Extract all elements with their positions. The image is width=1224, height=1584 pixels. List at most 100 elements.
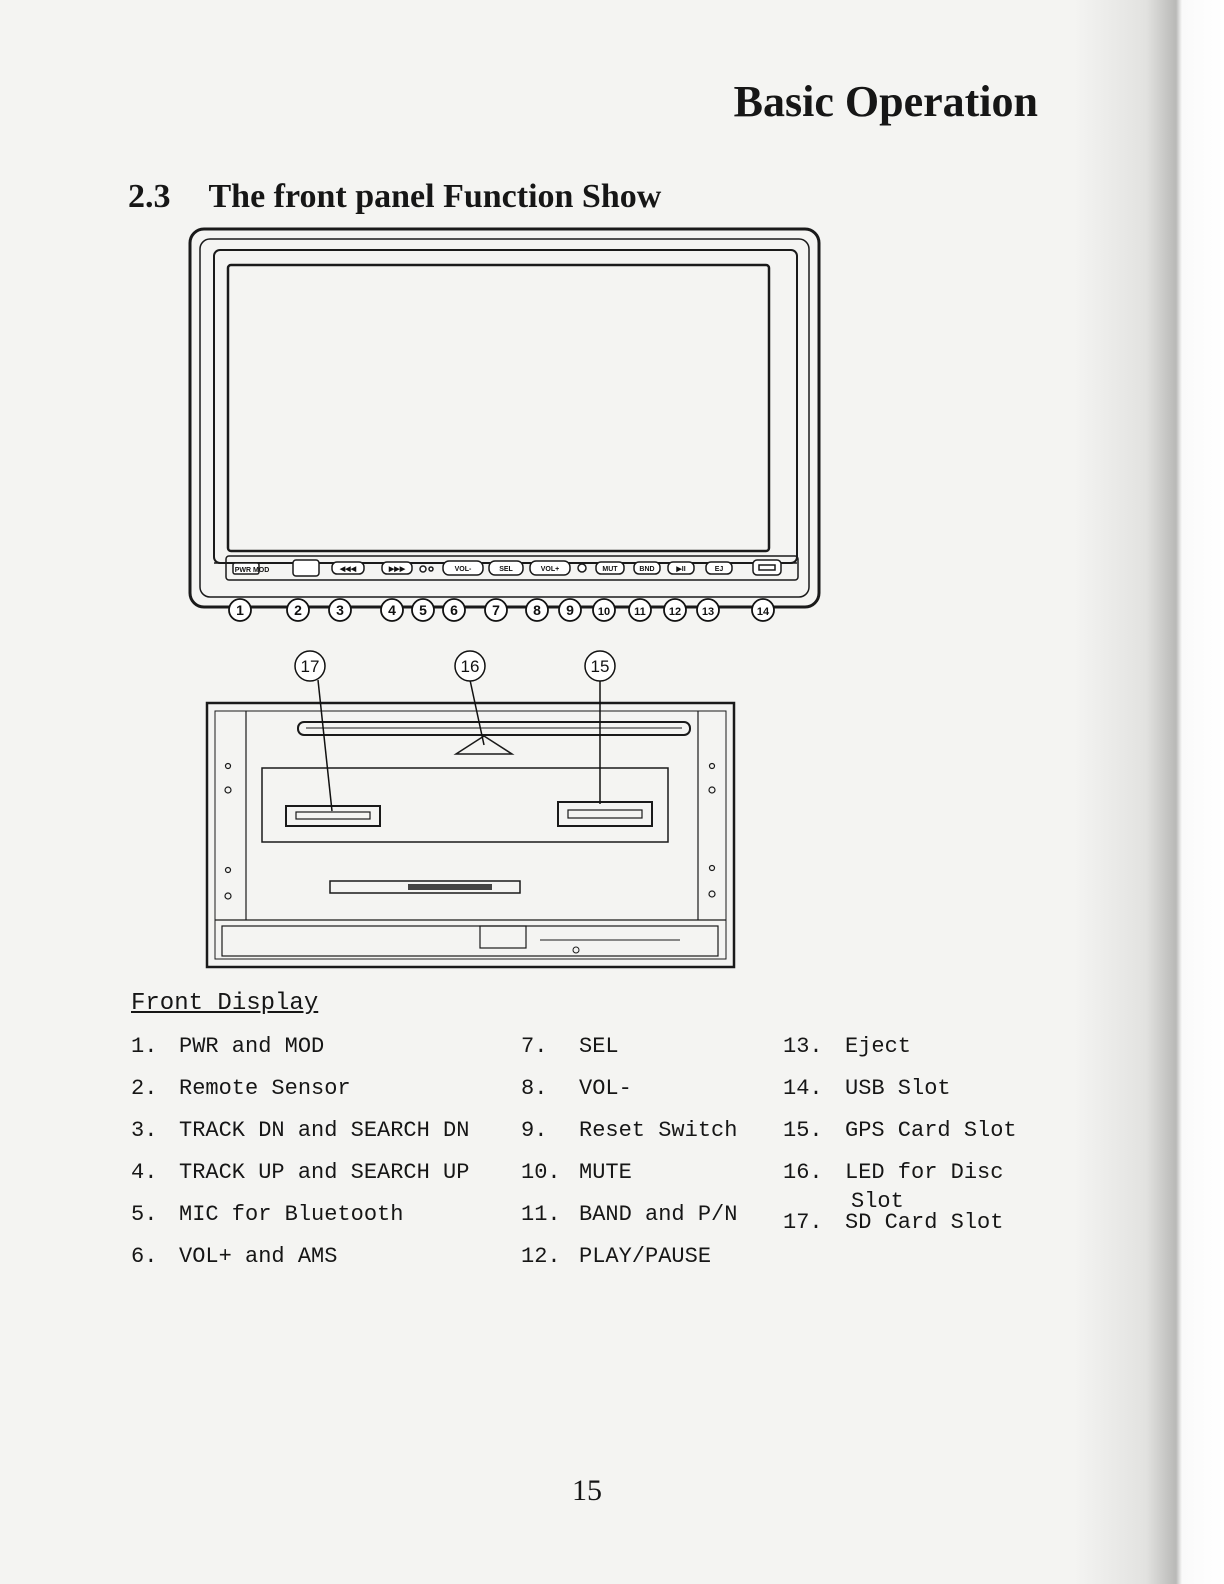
section-title: Basic Operation bbox=[733, 77, 1038, 126]
legend-number: 2. bbox=[131, 1076, 158, 1101]
gps-card-slot bbox=[557, 801, 653, 827]
sd-card-slot bbox=[285, 805, 381, 827]
callout-8: 8 bbox=[533, 602, 541, 618]
callout-3: 3 bbox=[336, 602, 344, 618]
callout-15: 15 bbox=[591, 657, 610, 676]
btn-label-vol-minus: VOL- bbox=[455, 566, 472, 573]
legend-label: TRACK DN and SEARCH DN bbox=[179, 1118, 470, 1143]
legend-number: 10. bbox=[521, 1160, 561, 1185]
vol-minus-button bbox=[442, 560, 484, 576]
legend-label: GPS Card Slot bbox=[845, 1118, 1017, 1143]
front-panel-diagram: PWR MOD ◀◀◀ ▶▶▶ VOL- SEL VOL+ MUT BND ▶I… bbox=[188, 227, 821, 969]
legend-item: 5.MIC for Bluetooth bbox=[131, 1198, 469, 1240]
legend-number: 14. bbox=[783, 1076, 823, 1101]
legend-number: 3. bbox=[131, 1118, 158, 1143]
legend-column-2: 7.SEL 8.VOL- 9.Reset Switch 10.MUTE 11.B… bbox=[521, 1030, 737, 1282]
callout-10: 10 bbox=[598, 606, 610, 618]
legend-label: SEL bbox=[579, 1034, 619, 1059]
legend-item: 6. VOL+ and AMS bbox=[131, 1240, 469, 1282]
legend-item: 15.GPS Card Slot bbox=[783, 1114, 1017, 1156]
btn-label-sel: SEL bbox=[499, 566, 513, 573]
callout-5: 5 bbox=[419, 602, 427, 618]
btn-label-eject: EJ bbox=[715, 566, 724, 573]
legend-label: MUTE bbox=[579, 1160, 632, 1185]
legend-label: Reset Switch bbox=[579, 1118, 738, 1143]
legend-label: SD Card Slot bbox=[845, 1210, 1004, 1235]
legend-label: VOL+ and AMS bbox=[179, 1244, 338, 1269]
callout-6: 6 bbox=[450, 602, 458, 618]
btn-label-vol-plus: VOL+ bbox=[541, 566, 559, 573]
front-display-heading: Front Display bbox=[131, 990, 319, 1017]
track-dn-button bbox=[331, 561, 365, 575]
screen-bezel bbox=[213, 249, 798, 564]
legend-number: 7. bbox=[521, 1034, 548, 1059]
panel-buttons bbox=[232, 559, 782, 577]
legend-number: 4. bbox=[131, 1160, 158, 1185]
page-edge-shadow bbox=[1074, 0, 1224, 1584]
legend-item: 7. SEL bbox=[521, 1030, 737, 1072]
reset-switch bbox=[577, 563, 587, 573]
legend-item: 13. Eject bbox=[783, 1030, 1017, 1072]
front-callouts: 1 2 3 4 5 6 7 8 9 10 11 12 13 14 bbox=[228, 598, 775, 622]
legend-number: 8. bbox=[521, 1076, 548, 1101]
button-strip bbox=[225, 555, 799, 581]
screen-display bbox=[226, 263, 771, 553]
legend-item: 11. BAND and P/N bbox=[521, 1198, 737, 1240]
callout-4: 4 bbox=[388, 602, 396, 618]
legend-item: 4.TRACK UP and SEARCH UP bbox=[131, 1156, 469, 1198]
legend-item: 2. Remote Sensor bbox=[131, 1072, 469, 1114]
page-number: 15 bbox=[572, 1474, 602, 1507]
legend-item: 14. USB Slot bbox=[783, 1072, 1017, 1114]
legend-number: 12. bbox=[521, 1244, 561, 1269]
legend-label: MIC for Bluetooth bbox=[179, 1202, 404, 1227]
legend-label-continued: Slot bbox=[851, 1189, 904, 1214]
legend-label: Eject bbox=[845, 1034, 912, 1059]
panel-inner-frame bbox=[199, 238, 810, 598]
legend-label: USB Slot bbox=[845, 1076, 951, 1101]
legend-item: 10. MUTE bbox=[521, 1156, 737, 1198]
usb-slot bbox=[752, 559, 782, 576]
callout-12: 12 bbox=[669, 606, 681, 618]
legend-column-1: 1.PWR and MOD 2. Remote Sensor 3. TRACK DN… bbox=[131, 1030, 469, 1282]
chassis-outer bbox=[205, 701, 736, 969]
legend-column-3: 13. Eject 14. USB Slot 15.GPS Card Slot 16… bbox=[783, 1030, 1017, 1248]
band-button bbox=[633, 561, 661, 575]
btn-label-mute: MUT bbox=[602, 566, 618, 573]
legend-label: BAND and P/N bbox=[579, 1202, 738, 1227]
legend-item: 8. VOL- bbox=[521, 1072, 737, 1114]
legend-number: 6. bbox=[131, 1244, 158, 1269]
front-panel-unit bbox=[188, 227, 821, 609]
card-slot-panel bbox=[261, 767, 669, 843]
btn-label-track-dn: ◀◀◀ bbox=[339, 566, 357, 573]
legend-number: 11. bbox=[521, 1202, 561, 1227]
subsection-number: 2.3 bbox=[128, 178, 171, 215]
legend-item: 17. SD Card Slot bbox=[783, 1206, 1017, 1248]
legend-label: Remote Sensor bbox=[179, 1076, 351, 1101]
callout-14: 14 bbox=[757, 606, 770, 618]
sel-button bbox=[488, 560, 524, 576]
callout-7: 7 bbox=[492, 602, 500, 618]
legend-number: 1. bbox=[131, 1034, 158, 1059]
callout-16: 16 bbox=[461, 657, 480, 676]
callout-9: 9 bbox=[566, 602, 574, 618]
legend-item: 3. TRACK DN and SEARCH DN bbox=[131, 1114, 469, 1156]
callout-2: 2 bbox=[294, 602, 302, 618]
disc-led bbox=[453, 735, 515, 755]
mic-hole bbox=[419, 565, 427, 573]
callout-13: 13 bbox=[702, 606, 714, 618]
button-labels: PWR MOD ◀◀◀ ▶▶▶ VOL- SEL VOL+ MUT BND ▶I… bbox=[235, 566, 724, 574]
btn-label-band: BND bbox=[639, 566, 654, 573]
legend-number: 13. bbox=[783, 1034, 823, 1059]
mic-hole-2 bbox=[428, 566, 434, 572]
mute-button bbox=[595, 561, 625, 575]
play-pause-button bbox=[667, 561, 695, 575]
track-up-button bbox=[381, 561, 413, 575]
remote-sensor bbox=[292, 559, 320, 577]
legend-number: 16. bbox=[783, 1160, 823, 1185]
callout-1: 1 bbox=[236, 602, 244, 618]
legend-item: 1.PWR and MOD bbox=[131, 1030, 469, 1072]
legend-number: 17. bbox=[783, 1210, 823, 1235]
pwr-mod-button bbox=[232, 562, 260, 575]
legend-label: VOL- bbox=[579, 1076, 632, 1101]
